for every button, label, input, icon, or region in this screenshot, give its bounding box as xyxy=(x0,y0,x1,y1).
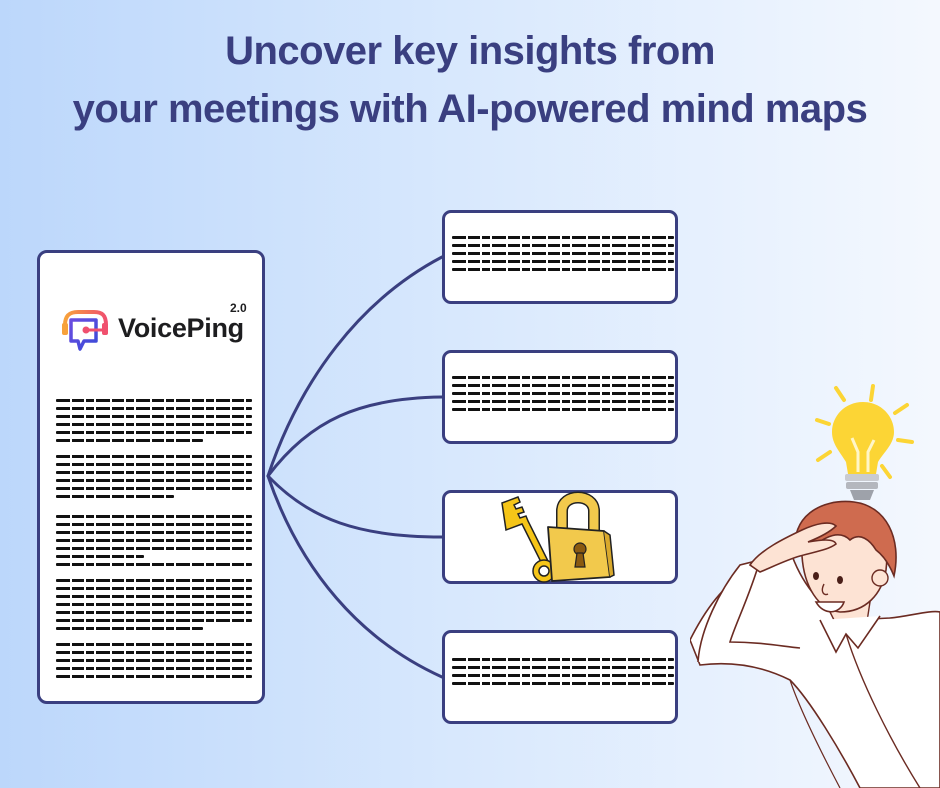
document-paragraph xyxy=(56,515,252,571)
headline-line-1: Uncover key insights from xyxy=(225,29,715,73)
brand-name: VoicePing xyxy=(118,313,244,343)
lightbulb-icon xyxy=(832,402,894,500)
meeting-document-card: VoicePing 2.0 xyxy=(37,250,265,704)
thinking-person-illustration xyxy=(690,384,940,788)
lightbulb-rays xyxy=(815,384,914,479)
document-paragraph xyxy=(56,643,252,683)
connector-3 xyxy=(266,474,444,539)
connector-1 xyxy=(266,255,444,478)
key-and-padlock-icon xyxy=(501,491,615,583)
chat-bubble-headset-icon xyxy=(62,310,108,351)
headline-line-2: your meetings with AI-powered mind maps xyxy=(72,87,868,131)
voiceping-logo: VoicePing 2.0 xyxy=(60,301,260,355)
node-summary-text xyxy=(452,658,674,690)
document-paragraph xyxy=(56,579,252,635)
document-paragraph xyxy=(56,455,252,503)
mind-map-node-2 xyxy=(442,350,678,444)
connector-2 xyxy=(266,395,444,478)
brand-version: 2.0 xyxy=(230,301,247,315)
headline: Uncover key insights from your meetings … xyxy=(0,22,940,138)
mind-map-node-4 xyxy=(442,630,678,724)
node-summary-text xyxy=(452,236,674,276)
connector-4 xyxy=(266,474,444,679)
mind-map-node-1 xyxy=(442,210,678,304)
document-paragraph xyxy=(56,399,252,447)
mind-map-node-3 xyxy=(442,490,678,584)
node-summary-text xyxy=(452,376,674,416)
